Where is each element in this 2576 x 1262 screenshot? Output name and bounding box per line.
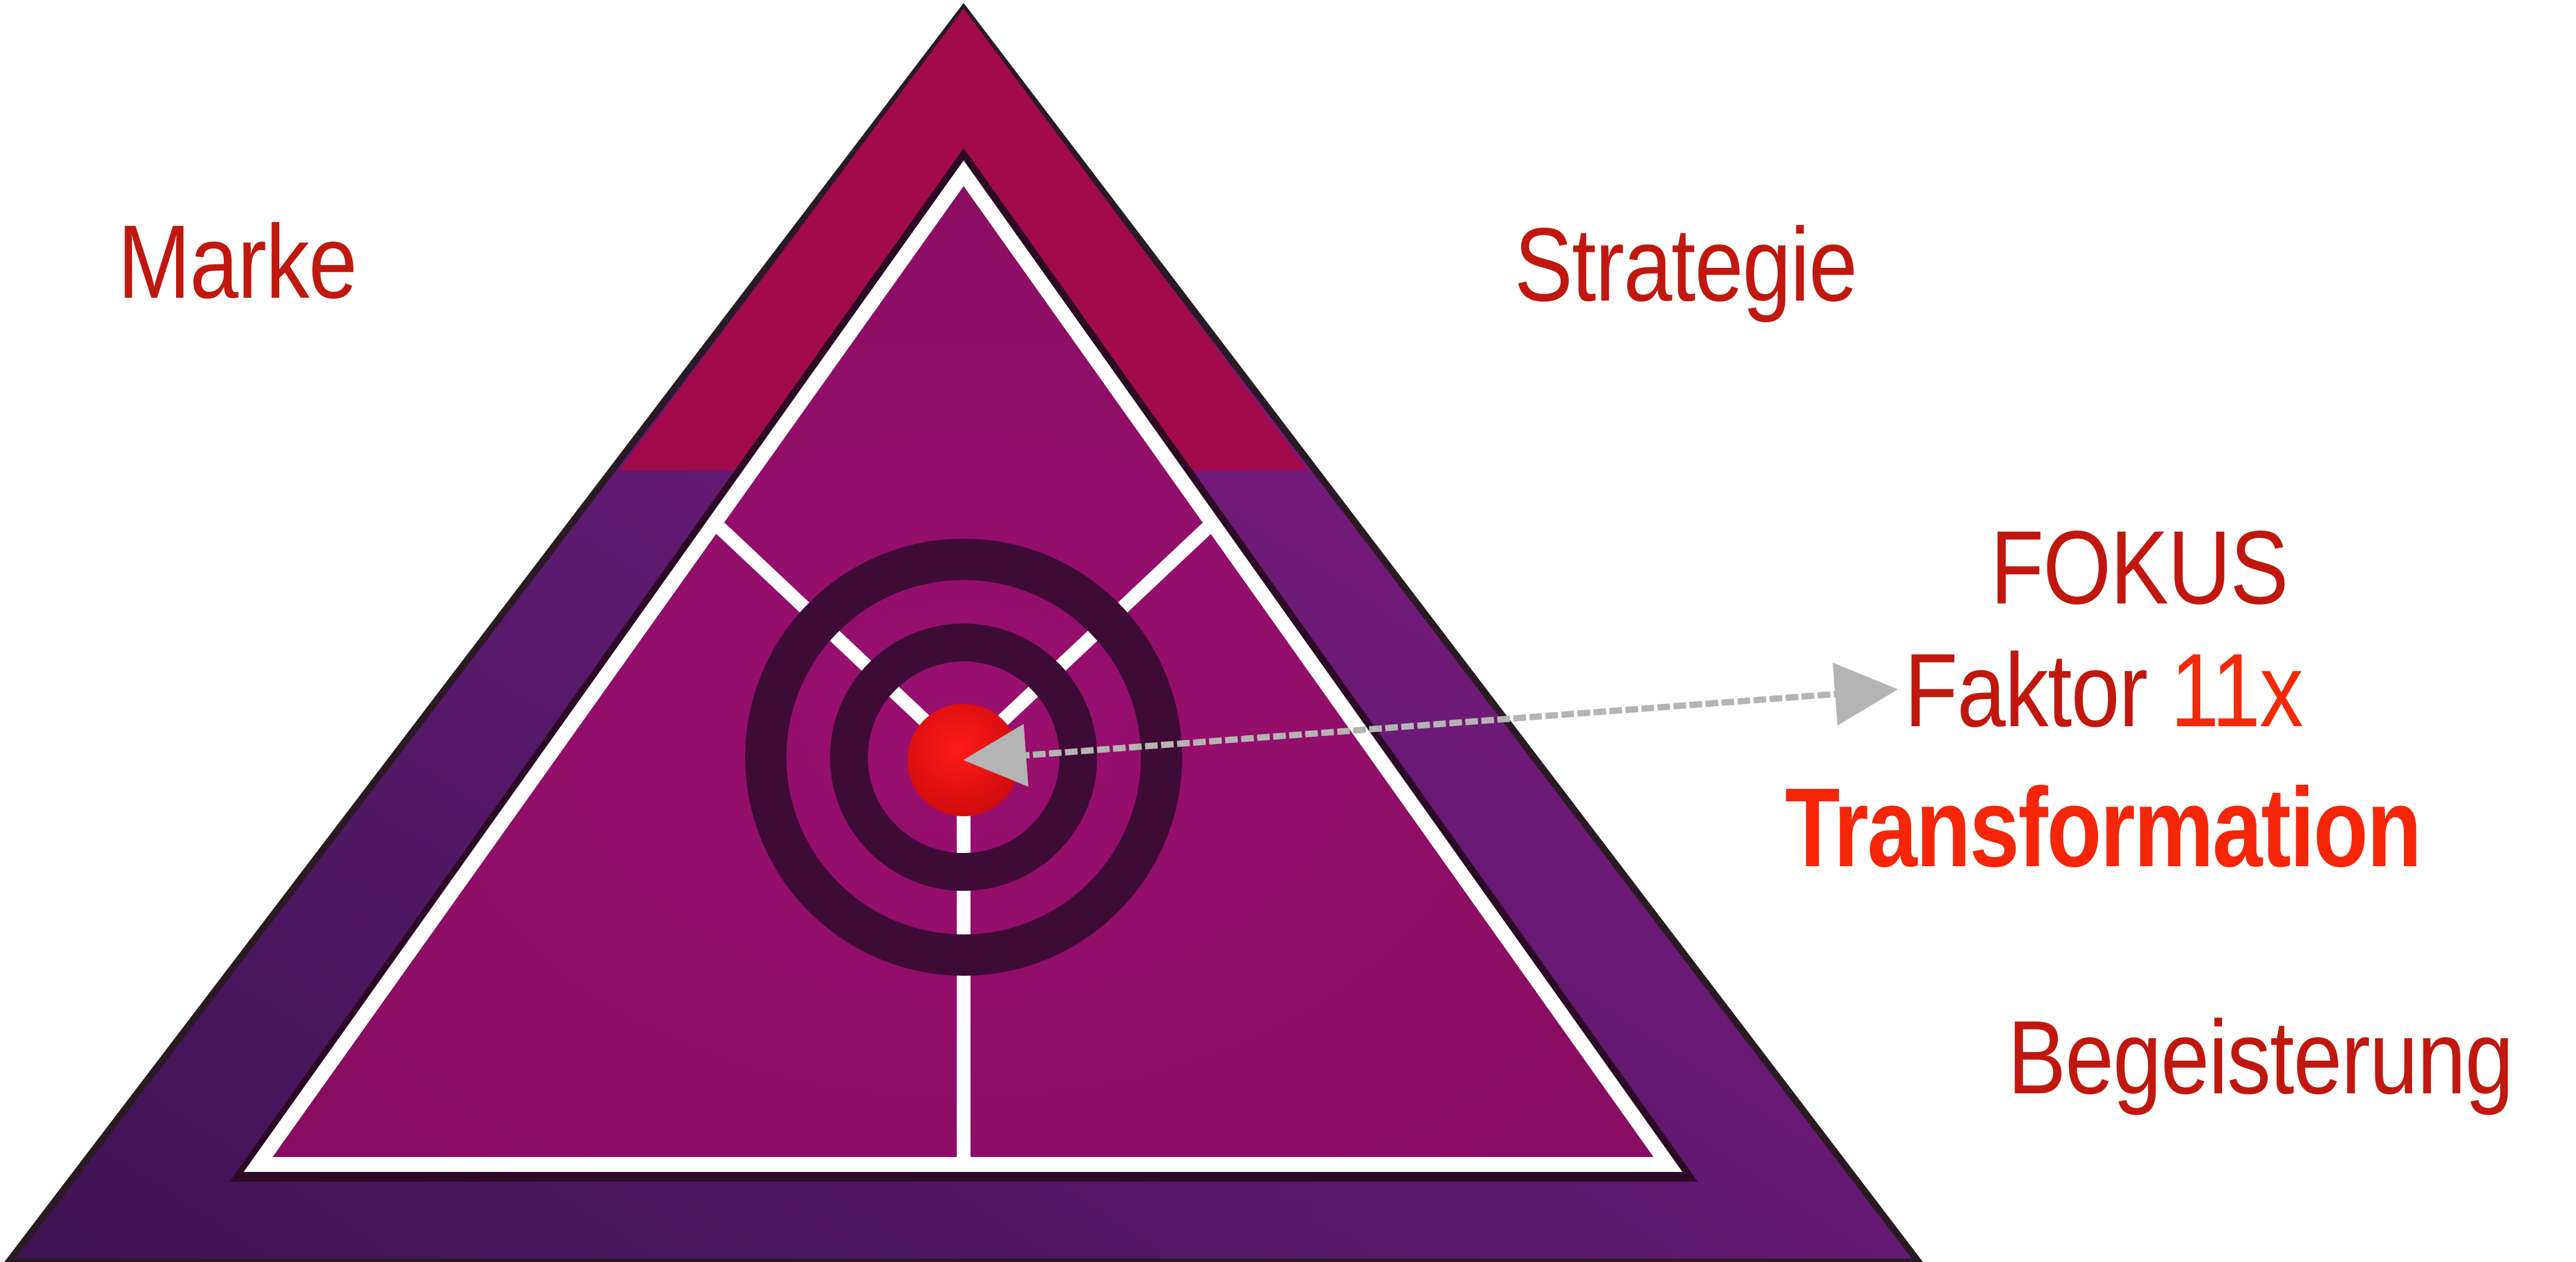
label-faktor: Faktor 11x [1904,638,2304,742]
label-begeisterung: Begeisterung [2008,999,2513,1116]
label-faktor-prefix: Faktor [1904,632,2170,749]
label-faktor-value: 11x [2170,632,2304,749]
divider-left [715,523,969,762]
focus-arrow [963,663,1898,787]
label-marke: Marke [118,203,357,320]
label-transformation: Transformation [1785,765,2422,890]
label-fokus: FOKUS [1990,509,2289,626]
label-strategie: Strategie [1514,206,1857,323]
